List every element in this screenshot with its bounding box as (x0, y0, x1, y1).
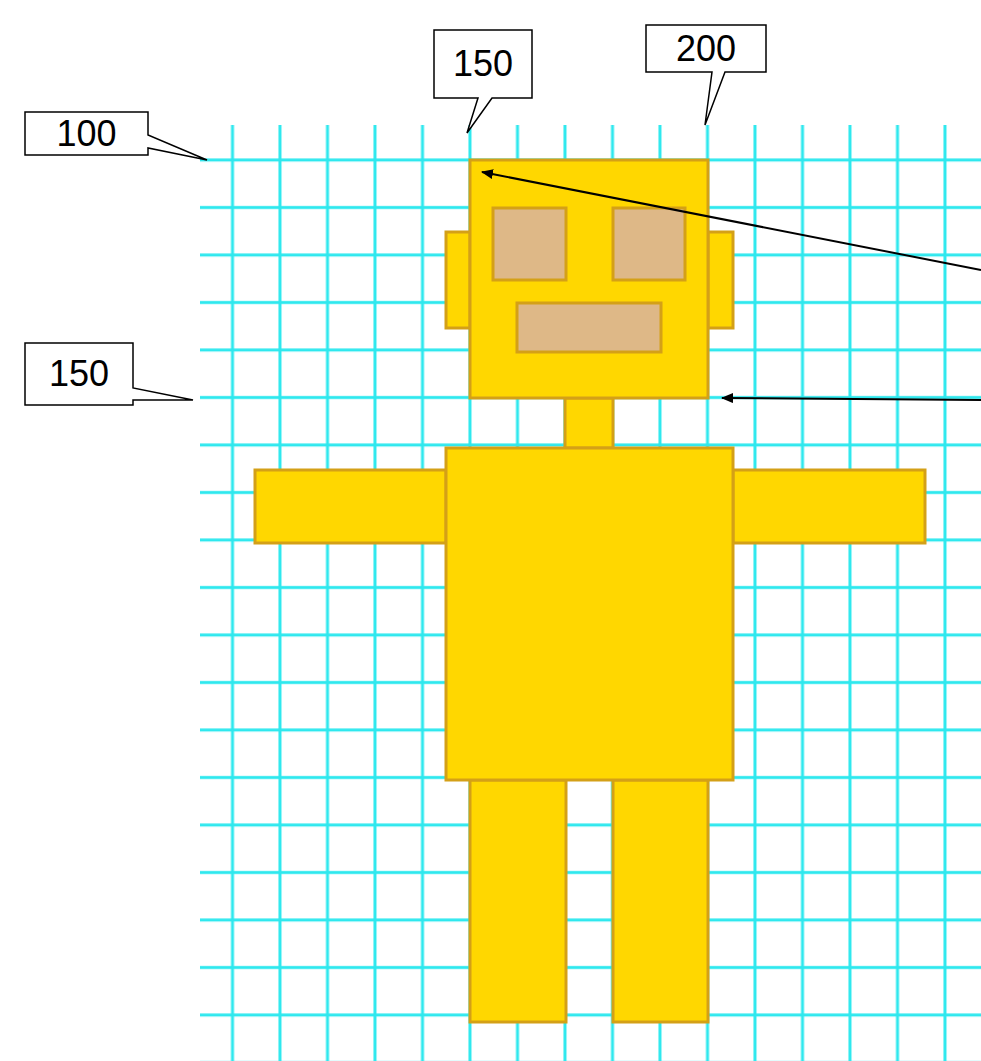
neck (565, 398, 613, 448)
callout-number: 200 (646, 25, 766, 72)
callout-number: 150 (25, 343, 133, 405)
right-eye (613, 208, 685, 280)
head (470, 160, 708, 398)
callout-number: 100 (25, 112, 148, 155)
leader-line (482, 172, 981, 270)
left-ear (446, 232, 470, 328)
left-eye (493, 208, 566, 280)
left-arm (255, 470, 446, 543)
callout-number: 150 (434, 30, 532, 98)
leader-line (722, 398, 981, 400)
mouth (517, 303, 661, 352)
right-arm (733, 470, 925, 543)
grid (200, 125, 981, 1061)
callout-shape (25, 112, 207, 160)
body (446, 448, 733, 780)
callouts (25, 25, 766, 405)
robot (255, 160, 925, 1022)
right-leg (613, 780, 708, 1022)
right-ear (708, 232, 733, 328)
left-leg (470, 780, 566, 1022)
callout-shape (25, 343, 193, 405)
callout-shape (646, 25, 766, 125)
callout-shape (434, 30, 532, 133)
